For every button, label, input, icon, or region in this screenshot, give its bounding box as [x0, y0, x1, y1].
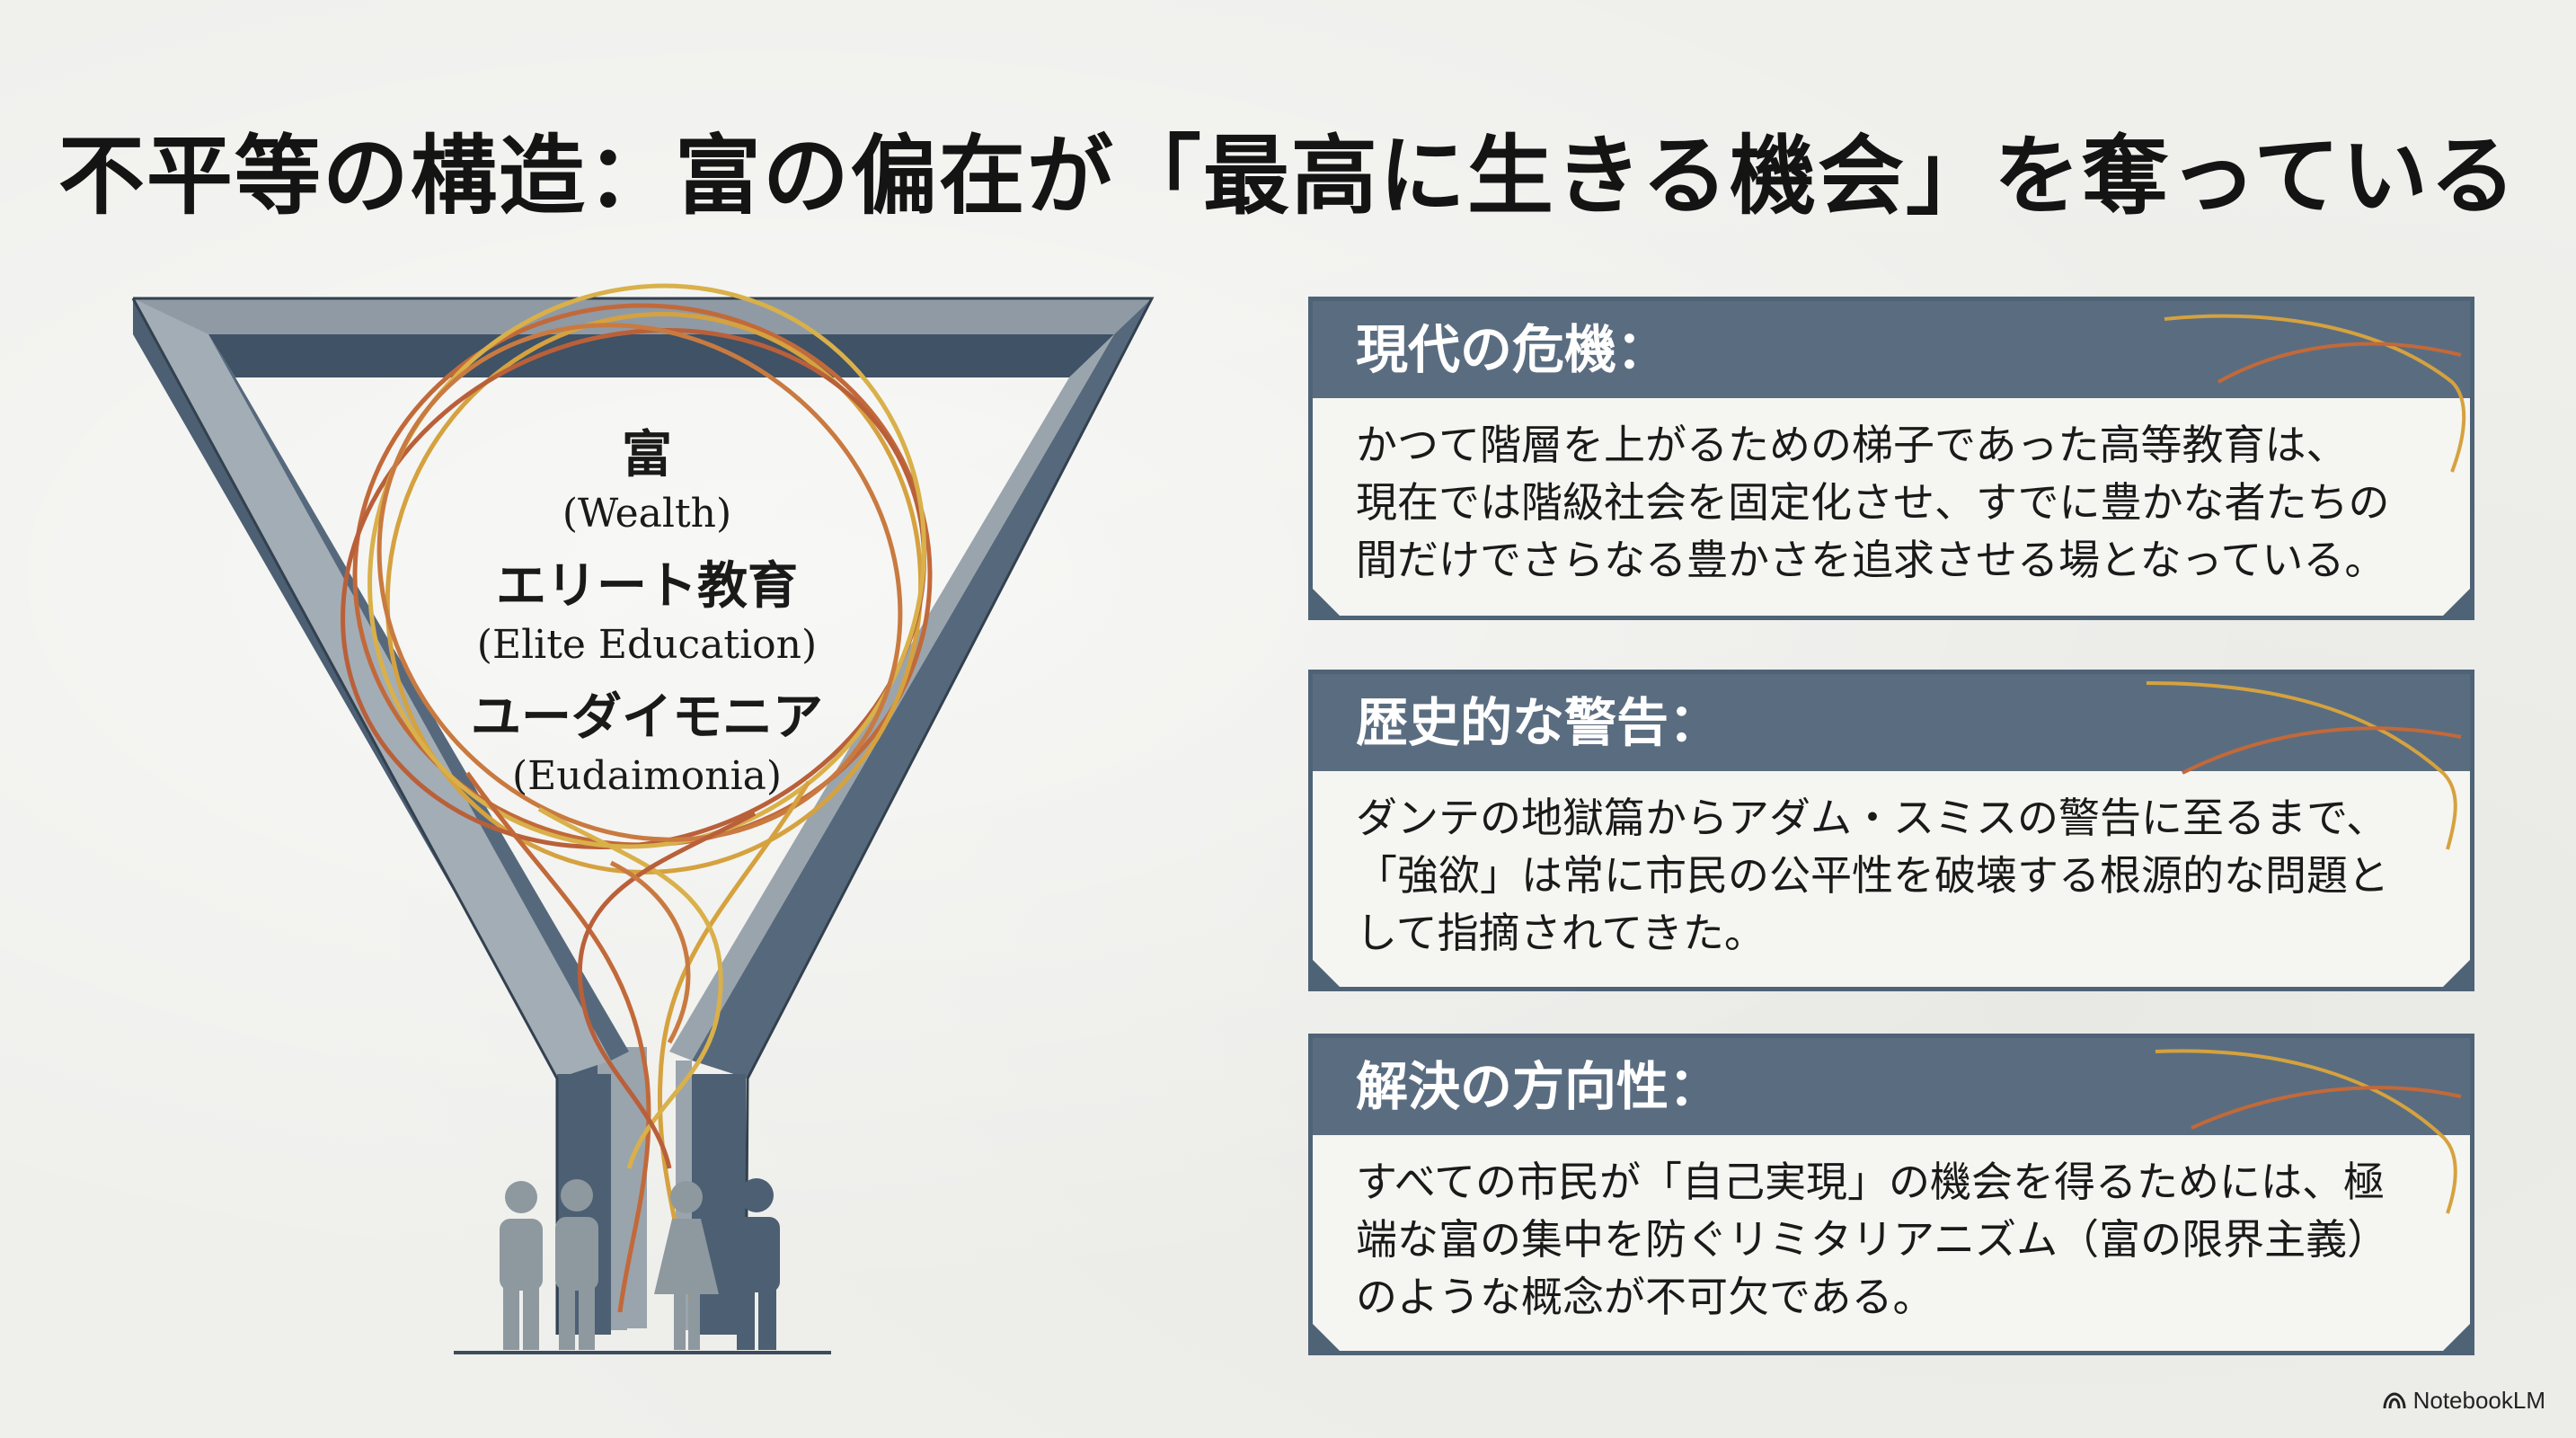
label-elite-education-jp: エリート教育 [496, 556, 798, 616]
card-line: ダンテの地獄篇からアダム・スミスの警告に至るまで、 [1356, 794, 2388, 842]
brand-logo: NotebookLM [2383, 1387, 2545, 1415]
swirl-rings [341, 283, 933, 1313]
card-body: ダンテの地獄篇からアダム・スミスの警告に至るまで、 「強欲」は常に市民の公平性を… [1313, 771, 2470, 962]
brand-name: NotebookLM [2412, 1387, 2545, 1414]
people-figures [454, 1178, 831, 1354]
card-line: 端な富の集中を防ぐリミタリアニズム（富の限界主義） [1356, 1215, 2389, 1264]
card-body: かつて階層を上がるための梯子であった高等教育は、 現在では階級社会を固定化させ、… [1313, 398, 2470, 589]
card-historical-warning: 歴史的な警告： ダンテの地獄篇からアダム・スミスの警告に至るまで、 「強欲」は常… [1308, 670, 2474, 991]
circle-labels: 富 (Wealth) エリート教育 (Elite Education) ユーダイ… [422, 422, 872, 816]
card-title: 解決の方向性： [1356, 1056, 1722, 1117]
gold-swirl-icon [2146, 681, 2462, 850]
person-icon [654, 1181, 719, 1350]
label-eudaimonia-en: (Eudaimonia) [511, 753, 783, 799]
funnel-frame [131, 297, 1155, 1336]
funnel-illustration [131, 283, 1155, 1354]
card-line: 現在では階級社会を固定化させ、すでに豊かな者たちの [1356, 478, 2390, 527]
gold-swirl-icon [2164, 314, 2466, 473]
label-elite-education-en: (Elite Education) [476, 622, 818, 668]
card-line: 「強欲」は常に市民の公平性を破壊する根源的な問題と [1356, 851, 2389, 900]
gold-swirl-icon [2155, 1049, 2462, 1214]
label-wealth-en: (Wealth) [562, 491, 732, 537]
card-line: かつて階層を上がるための梯子であった高等教育は、 [1356, 421, 2348, 469]
card-body: すべての市民が「自己実現」の機会を得るためには、極 端な富の集中を防ぐリミタリア… [1313, 1135, 2470, 1326]
card-line: すべての市民が「自己実現」の機会を得るためには、極 [1356, 1158, 2385, 1206]
funnel-diagram: 富 (Wealth) エリート教育 (Elite Education) ユーダイ… [0, 0, 1258, 1438]
corner-ornament-icon [1313, 589, 1340, 616]
notebooklm-logo-icon [2383, 1391, 2406, 1408]
card-solution-direction: 解決の方向性： すべての市民が「自己実現」の機会を得るためには、極 端な富の集中… [1308, 1034, 2474, 1355]
card-line: のような概念が不可欠である。 [1356, 1273, 1934, 1321]
card-line: して指摘されてきた。 [1356, 909, 1766, 957]
label-wealth-jp: 富 [622, 425, 672, 484]
card-header: 解決の方向性： [1313, 1038, 2470, 1135]
corner-ornament-icon [2443, 960, 2470, 987]
card-title: 現代の危機： [1356, 319, 1669, 380]
corner-ornament-icon [1313, 960, 1340, 987]
page-title: 不平等の構造：富の偏在が「最高に生きる機会」を奪っている [58, 125, 2518, 226]
label-eudaimonia-jp: ユーダイモニア [471, 688, 823, 747]
corner-ornament-icon [2443, 1324, 2470, 1351]
card-header: 歴史的な警告： [1313, 674, 2470, 771]
corner-ornament-icon [1313, 1324, 1340, 1351]
corner-ornament-icon [2443, 589, 2470, 616]
card-title: 歴史的な警告： [1356, 692, 1722, 753]
card-modern-crisis: 現代の危機： かつて階層を上がるための梯子であった高等教育は、 現在では階級社会… [1308, 297, 2474, 620]
person-icon [733, 1178, 780, 1350]
person-icon [500, 1181, 543, 1350]
card-line: 間だけでさらなる豊かさを追求させる場となっている。 [1356, 536, 2386, 584]
person-icon [555, 1179, 598, 1350]
